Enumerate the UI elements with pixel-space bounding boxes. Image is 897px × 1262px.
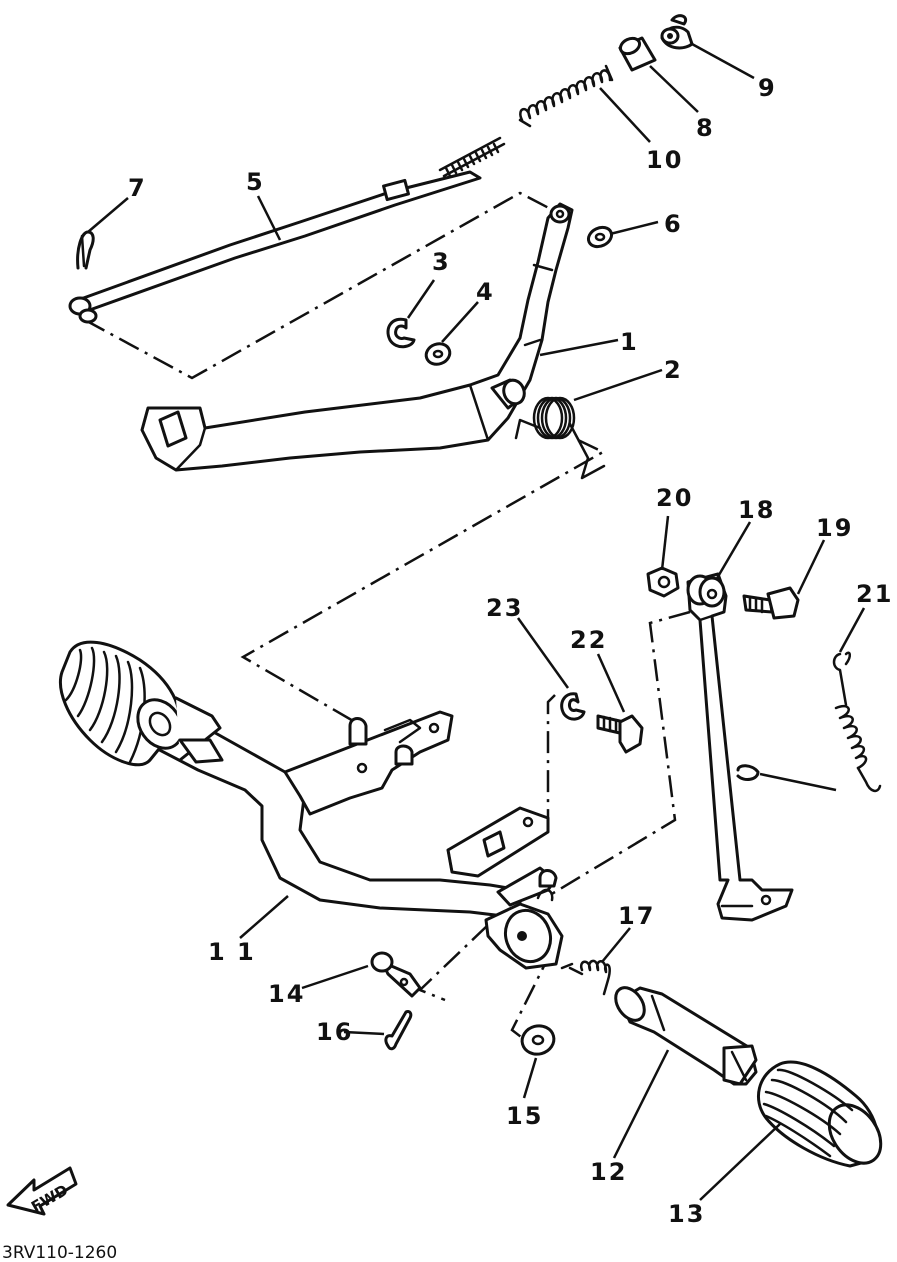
cotter-pin-7	[76, 230, 95, 270]
callout-15: 15	[506, 1102, 543, 1130]
callout-18: 18	[738, 496, 775, 524]
callout-11: 1 1	[208, 938, 256, 966]
wing-nut-9	[660, 14, 694, 50]
callout-21: 21	[856, 580, 893, 608]
callout-5: 5	[246, 168, 265, 196]
callout-3: 3	[432, 248, 451, 276]
collar-8	[618, 36, 657, 72]
washer-4	[424, 342, 452, 366]
nut-20	[646, 566, 680, 598]
spring-21	[832, 651, 882, 793]
torsion-spring-2	[514, 396, 606, 480]
cotter-pin-16	[384, 1010, 413, 1051]
washer-15	[520, 1024, 556, 1056]
callout-9: 9	[758, 74, 777, 102]
callout-12: 12	[590, 1158, 627, 1186]
callout-6: 6	[664, 210, 683, 238]
callout-14: 14	[268, 980, 305, 1008]
callout-7: 7	[128, 174, 147, 202]
callout-22: 22	[570, 626, 607, 654]
footrest-bar	[148, 706, 564, 970]
callout-8: 8	[696, 114, 715, 142]
callout-16: 16	[316, 1018, 353, 1046]
washer-6	[586, 225, 614, 249]
callout-17: 17	[618, 902, 655, 930]
bolt-22	[596, 714, 644, 754]
spring-10	[518, 64, 614, 128]
side-stand	[686, 572, 794, 922]
callout-1: 1	[620, 328, 639, 356]
fwd-arrow-icon: FWD	[6, 1166, 78, 1216]
callout-10: 10	[646, 146, 683, 174]
leader-lines	[87, 42, 866, 1201]
pin-14	[370, 951, 422, 998]
brake-pedal	[140, 202, 574, 472]
callout-20: 20	[656, 484, 693, 512]
footpeg-rubber-13	[757, 1060, 883, 1168]
callout-4: 4	[476, 278, 495, 306]
spring-17	[560, 959, 611, 996]
callout-23: 23	[486, 594, 523, 622]
callout-13: 13	[668, 1200, 705, 1228]
brake-rod	[68, 136, 506, 324]
assembly-lines	[84, 191, 691, 1041]
callout-19: 19	[816, 514, 853, 542]
footrest-shaft-12	[614, 986, 758, 1086]
circlip-23	[560, 692, 586, 721]
left-footpeg	[59, 640, 224, 767]
callouts: 1 2 3 4 5 6 7 8 9 10 1 1 12 13 14 15 16 …	[128, 74, 893, 1228]
callout-2: 2	[664, 356, 683, 384]
diagram-code: 3RV110-1260	[2, 1243, 117, 1262]
bolt-19	[742, 586, 800, 620]
circlip-3	[386, 317, 416, 349]
